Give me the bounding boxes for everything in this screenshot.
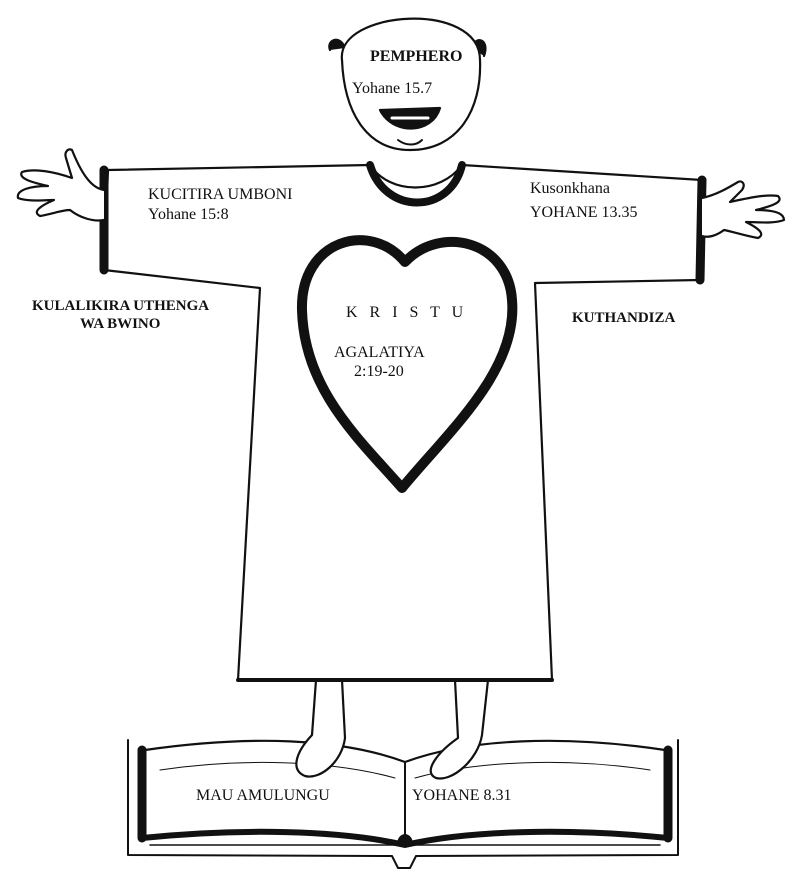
right-hand	[702, 181, 784, 238]
left-side-line1: KULALIKIRA UTHENGA	[32, 298, 209, 315]
heart-verse-line1: AGALATIYA	[334, 344, 425, 362]
heart-verse-line2: 2:19-20	[354, 363, 404, 381]
book-right-text: YOHANE 8.31	[412, 787, 512, 805]
right-sleeve-verse: YOHANE 13.35	[530, 204, 638, 222]
left-sleeve-verse: Yohane 15:8	[148, 206, 229, 224]
right-side-label: KUTHANDIZA	[572, 310, 675, 327]
heart-title: K R I S T U	[346, 304, 467, 322]
right-sleeve-title: Kusonkhana	[530, 180, 610, 198]
book-left-text: MAU AMULUNGU	[196, 787, 330, 805]
head-verse: Yohane 15.7	[352, 80, 432, 98]
head-title: PEMPHERO	[370, 48, 462, 66]
left-side-line2: WA BWINO	[80, 316, 160, 333]
left-hand	[18, 149, 104, 220]
left-sleeve-title: KUCITIRA UMBONI	[148, 186, 292, 204]
